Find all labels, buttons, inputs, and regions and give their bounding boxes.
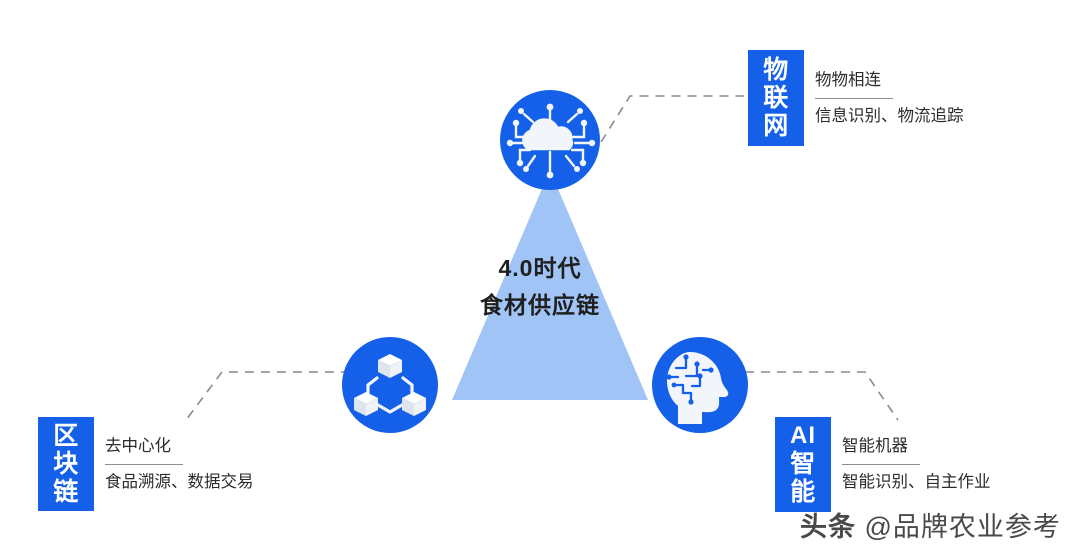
watermark-prefix: 头条	[800, 512, 856, 542]
desc-divider	[842, 464, 920, 465]
watermark-handle: @品牌农业参考	[864, 512, 1061, 542]
cloud-network-icon	[506, 103, 596, 179]
tag-char: 物	[763, 56, 789, 84]
tag-box-ai: AI 智 能	[775, 417, 831, 512]
label-block-iot[interactable]: 物 联 网 物物相连 信息识别、物流追踪	[748, 50, 964, 146]
desc-col-iot: 物物相连 信息识别、物流追踪	[804, 50, 964, 146]
tag-char: 网	[763, 112, 789, 140]
label-block-blockchain[interactable]: 区 块 链 去中心化 食品溯源、数据交易	[38, 417, 254, 511]
desc-headline: 智能机器	[842, 437, 908, 456]
blockchain-cubes-icon	[354, 354, 426, 416]
tag-box-iot: 物 联 网	[748, 50, 804, 146]
desc-col-blockchain: 去中心化 食品溯源、数据交易	[94, 417, 254, 511]
connector-ai	[745, 371, 899, 421]
label-block-ai[interactable]: AI 智 能 智能机器 智能识别、自主作业	[775, 417, 991, 512]
desc-col-ai: 智能机器 智能识别、自主作业	[831, 417, 991, 512]
connector-iot	[600, 95, 744, 143]
node-iot[interactable]	[500, 90, 600, 190]
tag-char: 智	[790, 449, 816, 478]
watermark: 头条 @品牌农业参考	[800, 505, 1061, 544]
desc-detail: 智能识别、自主作业	[842, 473, 991, 491]
tag-char: 能	[790, 477, 816, 506]
tag-box-blockchain: 区 块 链	[38, 417, 94, 511]
node-ai[interactable]	[652, 337, 748, 433]
tag-char: 链	[53, 478, 79, 506]
ai-brain-head-icon	[666, 352, 729, 424]
tag-char: 联	[763, 84, 789, 112]
desc-headline: 去中心化	[105, 436, 171, 455]
tag-char: 块	[53, 450, 79, 478]
desc-detail: 信息识别、物流追踪	[815, 106, 964, 125]
node-blockchain[interactable]	[342, 337, 438, 433]
tag-char: 区	[53, 422, 79, 450]
desc-divider	[815, 97, 893, 99]
center-triangle	[452, 170, 648, 400]
desc-headline: 物物相连	[815, 70, 881, 89]
desc-detail: 食品溯源、数据交易	[105, 472, 254, 491]
connector-blockchain	[185, 371, 350, 421]
desc-divider	[105, 463, 183, 465]
node-blockchain-circle	[342, 337, 438, 433]
tag-char: AI	[790, 422, 816, 450]
